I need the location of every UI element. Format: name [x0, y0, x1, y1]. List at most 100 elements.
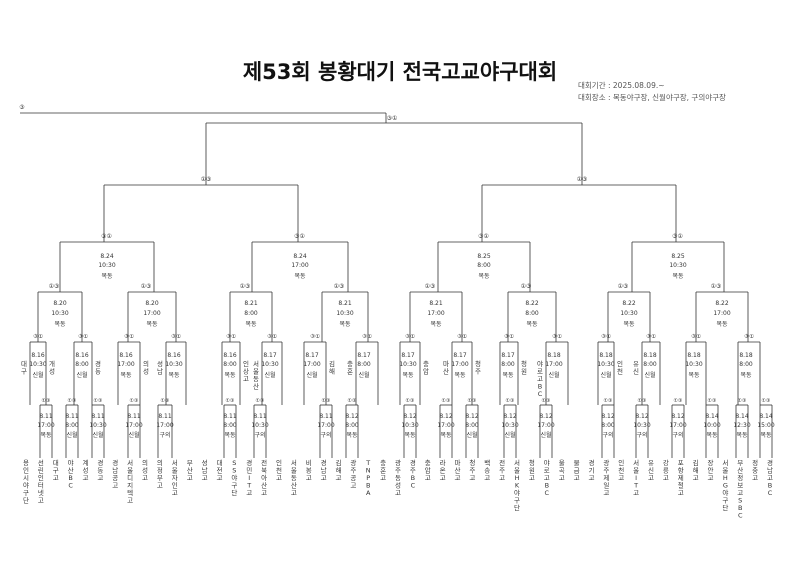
r64-score: ①③	[94, 398, 103, 404]
r64-time: 8:00	[345, 422, 359, 429]
r32-score: ③①	[267, 334, 277, 340]
r64-score: ①③	[130, 398, 139, 404]
r32-date: 8.17	[401, 352, 415, 359]
r16-date: 8.21	[429, 300, 443, 307]
r64-date: 8.11	[91, 413, 105, 420]
quarter-score: ③①	[101, 233, 112, 240]
r64-time: 17:00	[669, 422, 686, 429]
r32-score: ③①	[33, 334, 43, 340]
r32-time: 8:00	[357, 361, 371, 368]
r16-date: 8.22	[525, 300, 539, 307]
r32-score: ③①	[405, 334, 415, 340]
r16-score: ①③	[334, 283, 345, 290]
r16-venue: 목동	[430, 321, 442, 328]
r32-time: 8:00	[223, 361, 237, 368]
r64-time: 17:00	[156, 422, 173, 429]
r64-date: 8.12	[539, 413, 553, 420]
r32-time: 17:00	[117, 361, 134, 368]
r64-time: 8:00	[465, 422, 479, 429]
r64-date: 8.14	[735, 413, 749, 420]
r32-time: 10:30	[29, 361, 46, 368]
r32-time: 17:00	[545, 361, 562, 368]
r64-venue: 목동	[224, 432, 236, 439]
r64-venue: 신월	[128, 431, 139, 439]
quarter-score: ③①	[294, 233, 305, 240]
r64-time: 10:30	[89, 422, 106, 429]
quarter-venue: 목동	[294, 273, 306, 280]
r32-date: 8.17	[453, 352, 467, 359]
r64-date: 8.12	[503, 413, 517, 420]
r64-score: ①③	[226, 398, 235, 404]
r64-date: 8.11	[319, 413, 333, 420]
r16-time: 10:30	[620, 310, 637, 317]
r32-time: 8:00	[643, 361, 657, 368]
r64-date: 8.11	[39, 413, 53, 420]
quarter-date: 8.24	[100, 253, 114, 260]
r64-time: 17:00	[437, 422, 454, 429]
r32-venue: 목동	[402, 372, 414, 379]
r32-time: 10:30	[399, 361, 416, 368]
r64-venue: 구의	[672, 431, 683, 439]
r32-score: ③①	[310, 334, 320, 340]
r32-score: ③①	[362, 334, 372, 340]
r32-date: 8.16	[119, 352, 133, 359]
r32-venue: 신월	[600, 371, 611, 379]
r16-venue: 목동	[146, 321, 158, 328]
r64-venue: 신월	[540, 431, 551, 439]
r64-venue: 구의	[159, 431, 170, 439]
r32-date: 8.17	[501, 352, 515, 359]
quarter-score: ③①	[672, 233, 683, 240]
r32-score: ③①	[552, 334, 562, 340]
r16-venue: 목동	[716, 321, 728, 328]
r64-venue: 목동	[40, 432, 52, 439]
quarter-time: 17:00	[291, 262, 308, 269]
r32-date: 8.18	[643, 352, 657, 359]
tournament-venue: 대회장소 : 목동야구장, 신월야구장, 구의야구장	[578, 93, 726, 102]
r64-venue: 목동	[346, 432, 358, 439]
r32-venue: 신월	[76, 371, 87, 379]
r16-time: 10:30	[336, 310, 353, 317]
r64-date: 8.11	[65, 413, 79, 420]
r64-time: 17:00	[317, 422, 334, 429]
r32-time: 10:30	[261, 361, 278, 368]
r64-time: 8:00	[65, 422, 79, 429]
semi-score: ①③	[201, 176, 212, 183]
r32-time: 10:30	[165, 361, 182, 368]
r64-date: 8.12	[465, 413, 479, 420]
page-title: 제53회 봉황대기 전국고교야구대회	[242, 60, 558, 84]
quarter-venue: 목동	[101, 273, 113, 280]
r32-score: ③①	[646, 334, 656, 340]
r64-date: 8.11	[223, 413, 237, 420]
r32-score: ③①	[78, 334, 88, 340]
r64-time: 10:30	[501, 422, 518, 429]
r64-score: ①③	[42, 398, 51, 404]
r64-score: ①③	[638, 398, 647, 404]
r32-score: ③①	[744, 334, 754, 340]
r16-venue: 목동	[623, 321, 635, 328]
